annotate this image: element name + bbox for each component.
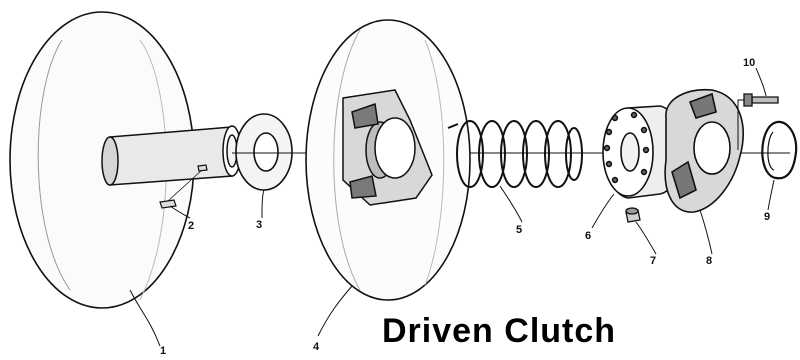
callout-4: 4	[313, 341, 320, 353]
callout-1: 1	[160, 345, 166, 357]
callout-3: 3	[256, 219, 262, 231]
slider-button	[625, 207, 641, 223]
diagram-title: Driven Clutch	[382, 312, 617, 350]
washer	[235, 113, 293, 191]
shaft-key	[159, 164, 208, 209]
callout-7: 7	[650, 255, 656, 267]
ramp-collar	[602, 105, 682, 199]
callout-2: 2	[188, 220, 194, 232]
callout-5: 5	[516, 224, 522, 236]
leader-lines	[129, 67, 775, 347]
callout-9: 9	[764, 211, 770, 223]
bolt	[737, 93, 779, 150]
movable-sheave-hub	[342, 89, 433, 206]
cam	[664, 88, 744, 213]
callout-8: 8	[706, 255, 712, 267]
callout-10: 10	[743, 57, 755, 69]
callout-6: 6	[585, 230, 591, 242]
callout-labels: 1 2 3 4 5 6 7 8 9 10	[160, 57, 770, 357]
clutch-spring	[447, 120, 583, 188]
snap-ring	[761, 120, 798, 180]
